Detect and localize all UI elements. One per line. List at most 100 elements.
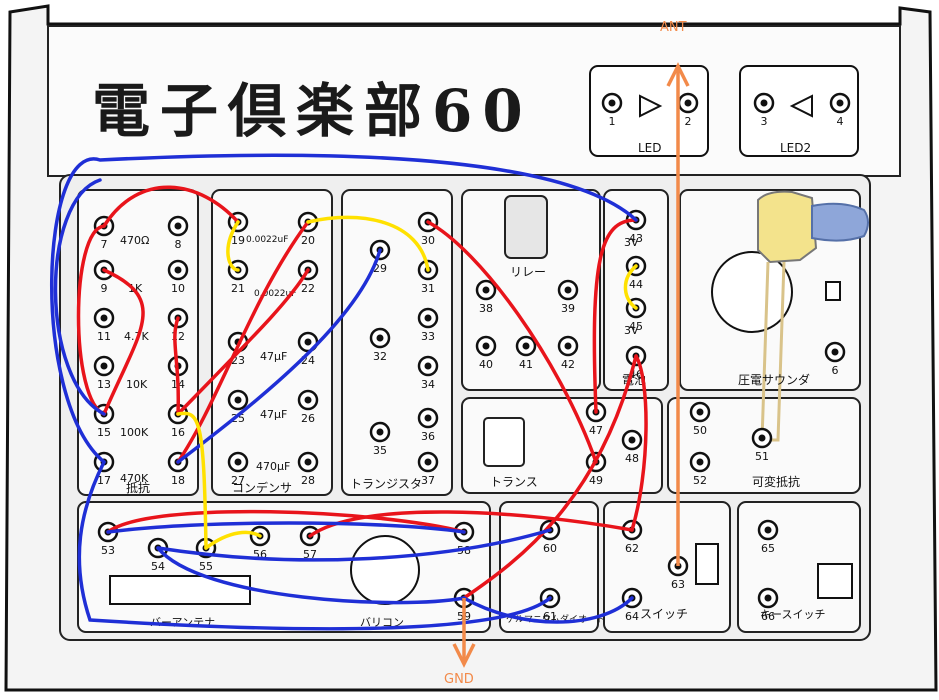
red-wire[interactable] — [462, 354, 638, 600]
key-switch-button[interactable] — [817, 563, 853, 599]
terminal-number: 29 — [373, 262, 387, 275]
yellow-wire[interactable] — [306, 215, 430, 272]
red-wire[interactable] — [102, 268, 145, 416]
terminal-37[interactable]: 37 — [417, 451, 439, 487]
red-wire[interactable] — [426, 220, 598, 464]
slide-switch[interactable] — [695, 543, 719, 585]
c4-value: 47μF — [260, 408, 287, 421]
terminal-41[interactable]: 41 — [515, 335, 537, 371]
terminal-64[interactable]: 64 — [621, 587, 643, 623]
transformer-label: トランス — [490, 475, 538, 489]
terminal-50[interactable]: 50 — [689, 401, 711, 437]
buzzer-symbol — [825, 281, 841, 301]
blue-wire[interactable] — [176, 248, 382, 464]
terminal-number: 53 — [101, 544, 115, 557]
earphone-plug — [811, 202, 869, 242]
yellow-wire[interactable] — [176, 411, 208, 550]
c1-value: 0.0022uF — [246, 235, 288, 245]
terminal-number: 20 — [301, 234, 315, 247]
blue-wire[interactable] — [50, 153, 638, 464]
terminal-center — [684, 99, 692, 107]
terminal-number: 30 — [421, 234, 435, 247]
terminal-1[interactable]: 1 — [601, 92, 623, 128]
terminal-8[interactable]: 8 — [167, 215, 189, 251]
terminal-42[interactable]: 42 — [557, 335, 579, 371]
terminal-number: 16 — [171, 426, 185, 439]
yellow-wire[interactable] — [623, 264, 638, 310]
terminal-number: 60 — [543, 542, 557, 555]
blue-wire[interactable] — [53, 178, 106, 416]
terminal-number: 57 — [303, 548, 317, 561]
terminal-number: 63 — [671, 578, 685, 591]
terminal-34[interactable]: 34 — [417, 355, 439, 391]
blue-wire[interactable] — [156, 546, 466, 605]
terminal-35[interactable]: 35 — [369, 421, 391, 457]
red-wire[interactable] — [76, 224, 106, 416]
terminal-center — [100, 362, 108, 370]
terminal-51[interactable]: 51 — [751, 427, 773, 463]
capacitors-label: コンデンサ — [232, 480, 292, 495]
red-wire[interactable] — [176, 268, 310, 416]
transistor-section — [341, 189, 453, 496]
terminal-66[interactable]: 66 — [757, 587, 779, 623]
terminal-number: 12 — [171, 330, 185, 343]
terminal-4[interactable]: 4 — [829, 92, 851, 128]
terminal-26[interactable]: 26 — [297, 389, 319, 425]
terminal-33[interactable]: 33 — [417, 307, 439, 343]
terminal-58[interactable]: 58 — [453, 521, 475, 557]
c2-value: 0.0022uF — [254, 289, 296, 299]
wire-group — [50, 62, 690, 668]
blue-wire[interactable] — [77, 460, 552, 631]
red-wire[interactable] — [106, 509, 466, 534]
terminal-25[interactable]: 25 — [227, 389, 249, 425]
yellow-wire[interactable] — [226, 220, 240, 272]
terminal-center — [758, 434, 766, 442]
gnd-label: GND — [444, 672, 474, 687]
terminal-40[interactable]: 40 — [475, 335, 497, 371]
terminal-6[interactable]: 6 — [824, 341, 846, 377]
red-wire[interactable] — [173, 316, 181, 416]
terminal-61[interactable]: 61 — [539, 587, 561, 623]
led2-symbol — [789, 94, 813, 118]
terminal-13[interactable]: 13 — [93, 355, 115, 391]
terminal-39[interactable]: 39 — [557, 279, 579, 315]
blue-wire[interactable] — [106, 521, 466, 534]
terminal-3[interactable]: 3 — [753, 92, 775, 128]
red-wire[interactable] — [592, 218, 638, 414]
terminal-30[interactable]: 30 — [417, 211, 439, 247]
terminal-10[interactable]: 10 — [167, 259, 189, 295]
terminal-15[interactable]: 15 — [93, 403, 115, 439]
terminal-48[interactable]: 48 — [621, 429, 643, 465]
battery1-value: 3V — [624, 236, 639, 249]
terminal-38[interactable]: 38 — [475, 279, 497, 315]
terminal-center — [234, 458, 242, 466]
red-wire[interactable] — [176, 220, 310, 464]
terminal-number: 13 — [97, 378, 111, 391]
terminal-36[interactable]: 36 — [417, 407, 439, 443]
blue-wire[interactable] — [156, 528, 552, 562]
terminal-27[interactable]: 27 — [227, 451, 249, 487]
terminal-center — [764, 594, 772, 602]
terminal-32[interactable]: 32 — [369, 327, 391, 363]
yellow-wire[interactable] — [204, 530, 262, 550]
terminal-11[interactable]: 11 — [93, 307, 115, 343]
terminal-28[interactable]: 28 — [297, 451, 319, 487]
terminal-number: 17 — [97, 474, 111, 487]
red-wire[interactable] — [102, 185, 240, 228]
terminal-52[interactable]: 52 — [689, 451, 711, 487]
terminal-number: 18 — [171, 474, 185, 487]
buzzer-disc — [711, 251, 793, 333]
r5-value: 100K — [120, 426, 149, 439]
terminal-center — [174, 266, 182, 274]
terminal-number: 1 — [609, 115, 616, 128]
terminal-65[interactable]: 65 — [757, 519, 779, 555]
red-wire[interactable] — [630, 354, 648, 532]
terminal-center — [304, 396, 312, 404]
terminal-number: 35 — [373, 444, 387, 457]
terminal-number: 37 — [421, 474, 435, 487]
blue-wire[interactable] — [462, 596, 634, 624]
terminal-number: 36 — [421, 430, 435, 443]
terminal-12[interactable]: 12 — [167, 307, 189, 343]
terminal-number: 19 — [231, 234, 245, 247]
battery-section — [603, 189, 669, 391]
